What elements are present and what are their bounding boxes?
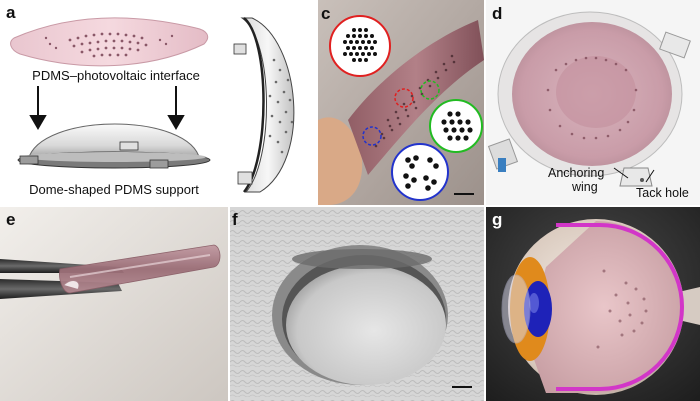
side-wing-top — [233, 43, 247, 55]
panel-f: f — [230, 207, 484, 401]
wing-top-right — [659, 31, 691, 59]
support-caption: Dome-shaped PDMS support — [29, 182, 199, 197]
rolled-array — [59, 244, 221, 294]
panel-b: b — [230, 0, 316, 205]
marker-green — [420, 80, 440, 100]
panel-f-sem — [230, 207, 484, 401]
tack-hole-caption: Tack hole — [636, 186, 689, 200]
wing-left — [487, 138, 519, 170]
side-wing-bottom — [237, 171, 253, 185]
panel-c-photo — [318, 0, 484, 205]
panel-e: e — [0, 207, 228, 401]
panel-d-photo — [486, 0, 700, 205]
panel-a-illustration: PDMS–photovoltaic interface Dome-shaped … — [10, 17, 211, 197]
panel-b-illustration — [233, 17, 295, 193]
finger — [318, 117, 363, 205]
panel-c: c — [318, 0, 484, 205]
anchoring-line-2: wing — [572, 180, 598, 194]
anchoring-wing-caption: Anchoring wing — [548, 166, 604, 194]
implant-pixels — [596, 269, 648, 349]
marker-red — [394, 88, 414, 108]
dome-side-view — [240, 17, 295, 193]
tack-hole — [640, 178, 644, 182]
panel-f-label: f — [232, 210, 238, 229]
dome-wing-bottom — [149, 159, 169, 169]
dome-support — [27, 123, 201, 161]
anchoring-line-1: Anchoring — [548, 166, 605, 180]
retina-layer — [599, 223, 684, 391]
panel-d: d Anchoring wing Tack hole — [486, 0, 700, 205]
zoom-red — [329, 15, 391, 77]
anchoring-wing — [619, 167, 653, 187]
cornea — [501, 274, 531, 344]
dome-pixels — [546, 56, 638, 140]
panel-d-label: d — [492, 4, 503, 23]
dome-wing-right — [119, 141, 139, 151]
pit-floor — [286, 265, 446, 385]
panel-c-label: c — [321, 4, 331, 23]
panel-e-label: e — [6, 210, 16, 229]
panel-g-eye-render — [486, 207, 700, 401]
down-arrows — [29, 86, 185, 130]
interface-caption: PDMS–photovoltaic interface — [32, 68, 200, 83]
panel-e-photo — [0, 207, 228, 401]
zoom-blue — [391, 143, 449, 201]
marker-blue — [362, 126, 382, 146]
array-pixels — [374, 54, 456, 148]
sheet-pixels — [44, 32, 174, 58]
panel-a-label: a — [6, 3, 16, 22]
side-pixels — [268, 58, 294, 154]
panel-g: g — [486, 207, 700, 401]
eye-cutaway — [526, 221, 682, 393]
interface-sheet — [10, 17, 209, 67]
panel-a: a PDMS–photovoltaic interface — [0, 0, 228, 205]
bent-array — [348, 20, 484, 175]
zoom-green — [429, 99, 483, 153]
dome-wing-left — [19, 155, 39, 165]
panel-g-label: g — [492, 210, 503, 229]
